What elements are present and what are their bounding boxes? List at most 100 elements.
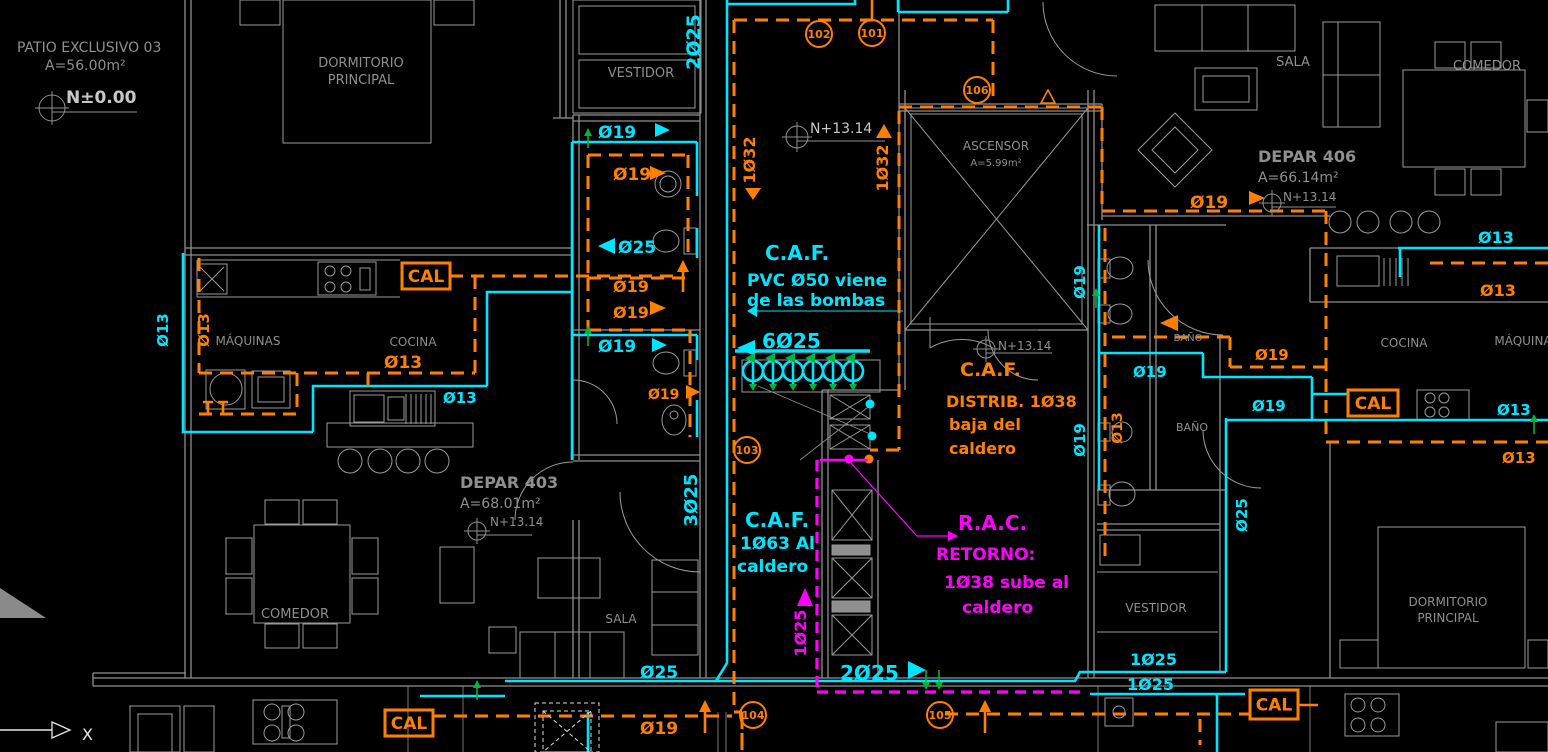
svg-text:104: 104 (742, 709, 765, 722)
cafd-line4: caldero (949, 439, 1016, 458)
level-n000: N±0.00 (66, 88, 137, 108)
svg-text:106: 106 (966, 84, 989, 97)
caf-line3: de las bombas (747, 291, 885, 311)
svg-text:CAL: CAL (1256, 696, 1293, 716)
pipe-o13-hv2: Ø13 (1110, 412, 1126, 443)
room-bano2: BAÑO (1176, 421, 1208, 434)
svg-text:101: 101 (861, 27, 884, 40)
pipe-2o25-bot: 2Ø25 (840, 661, 899, 685)
room-ascensor-area: A=5.99m² (970, 158, 1021, 169)
pipe-1o32-v1: 1Ø32 (740, 137, 759, 184)
rac-line4: caldero (962, 598, 1033, 618)
room-maquinas1: MÁQUINAS (216, 333, 281, 348)
cafd-line2: DISTRIB. 1Ø38 (946, 392, 1077, 411)
pipe-o13-hv1: Ø13 (195, 313, 213, 347)
axis-x: X (82, 725, 93, 744)
pipe-o25-c1: Ø25 (618, 238, 656, 258)
room-patio: PATIO EXCLUSIVO 03 (17, 40, 161, 56)
labels-layer: PATIO EXCLUSIVO 03A=56.00m²N±0.00DORMITO… (17, 14, 1548, 744)
pipe-o13-h4: Ø13 (1502, 449, 1536, 467)
apt-403-area: A=68.01m² (460, 496, 541, 512)
hot-water-pipes (197, 0, 1548, 752)
room-ascensor: ASCENSOR (963, 139, 1029, 153)
room-cocina1: COCINA (390, 335, 438, 349)
pipe-o13-c4: Ø13 (1497, 401, 1531, 419)
pipe-1o25-c1: 1Ø25 (1130, 650, 1177, 669)
level-riser: N+13.14 (810, 121, 872, 137)
reference-circles: 102 101 106 103 104 105 (733, 19, 991, 729)
pipe-o19-h3: Ø19 (613, 303, 649, 322)
rac-line2: RETORNO: (936, 545, 1035, 565)
caf-line2: PVC Ø50 viene (747, 271, 887, 291)
apt-403: DEPAR 403 (460, 473, 558, 492)
caf2-title: C.A.F. (745, 508, 809, 532)
pipe-o25-bot: Ø25 (640, 663, 678, 683)
pipe-o19-h5: Ø19 (1190, 193, 1228, 213)
pipe-o19-c2: Ø19 (598, 337, 636, 357)
pipe-o19-h4: Ø19 (648, 387, 679, 403)
rac-line3: 1Ø38 sube al (944, 573, 1069, 593)
cal-box: CAL (1248, 688, 1300, 721)
pipe-1o25-m: 1Ø25 (791, 610, 810, 657)
ref-circle-103: 103 (733, 436, 761, 464)
return-pipes (797, 454, 1085, 694)
pipe-o19-h1: Ø19 (613, 165, 651, 185)
room-comedor2: COMEDOR (1453, 59, 1521, 74)
apt-406: DEPAR 406 (1258, 147, 1356, 166)
ref-circle-105: 105 (926, 701, 954, 729)
pipe-1o32-v2: 1Ø32 (873, 145, 892, 192)
apt-403-level: N+13.14 (490, 515, 543, 529)
level-marker (1259, 190, 1336, 216)
svg-text:CAL: CAL (408, 267, 445, 287)
room-cocina2: COCINA (1381, 336, 1429, 350)
pipe-3o25: 3Ø25 (681, 474, 702, 527)
svg-text:103: 103 (736, 444, 759, 457)
pipe-o19-h2: Ø19 (613, 277, 649, 296)
room-sala2: SALA (1276, 55, 1310, 70)
cal-box: CAL (400, 261, 452, 291)
cal-box: CAL (1346, 388, 1400, 418)
ref-circle-106: 106 (963, 76, 991, 104)
caf2-line3: caldero (737, 557, 808, 577)
svg-text:CAL: CAL (1355, 394, 1392, 414)
pipe-2o25-top: 2Ø25 (683, 14, 705, 70)
pipe-o19-h7: Ø19 (640, 719, 678, 739)
room-comedor1: COMEDOR (261, 607, 329, 622)
room-dormitorio1: DORMITORIO (318, 56, 404, 71)
apt-406-level: N+13.14 (1283, 190, 1336, 204)
pipe-o13-c2: Ø13 (443, 389, 477, 407)
svg-text:105: 105 (929, 709, 952, 722)
cal-boxes: CAL CAL CAL CAL (383, 261, 1400, 738)
room-sala1: SALA (605, 612, 637, 626)
caf-title: C.A.F. (765, 241, 829, 265)
valve-arrows (473, 128, 1538, 700)
ref-circle-102: 102 (805, 20, 833, 48)
room-bano1: BAÑO (1173, 331, 1202, 344)
cafd-line3: baja del (949, 415, 1021, 434)
pipe-o19-c3: Ø19 (1133, 363, 1167, 381)
room-dormitorio1b: PRINCIPAL (328, 73, 395, 88)
pipe-o19-cv3: Ø19 (1071, 423, 1089, 457)
pipe-o19-c1: Ø19 (598, 123, 636, 143)
level-marker (973, 336, 1052, 362)
level-marker (782, 122, 885, 152)
pipe-o13-cv1: Ø13 (154, 313, 172, 347)
pipe-o13-h3: Ø13 (1480, 281, 1516, 300)
level-marker (35, 91, 137, 125)
pipe-o25-cv: Ø25 (1233, 498, 1251, 532)
svg-text:102: 102 (808, 28, 831, 41)
caf2-line2: 1Ø63 Al (740, 534, 815, 554)
room-dormitorio2b: PRINCIPAL (1417, 611, 1479, 625)
room-maquina2: MÁQUINA (1494, 333, 1548, 348)
room-vestidor2: VESTIDOR (1125, 601, 1186, 615)
pipe-o13-c3: Ø13 (1478, 228, 1514, 247)
rac-title: R.A.C. (958, 511, 1027, 535)
pipe-o13-h2: Ø13 (384, 353, 422, 373)
apt-406-area: A=66.14m² (1258, 170, 1339, 186)
svg-text:CAL: CAL (391, 714, 428, 734)
cold-water-pipes (181, 0, 1548, 752)
ref-circle-104: 104 (739, 701, 767, 729)
pipe-o19-c4: Ø19 (1252, 397, 1286, 415)
